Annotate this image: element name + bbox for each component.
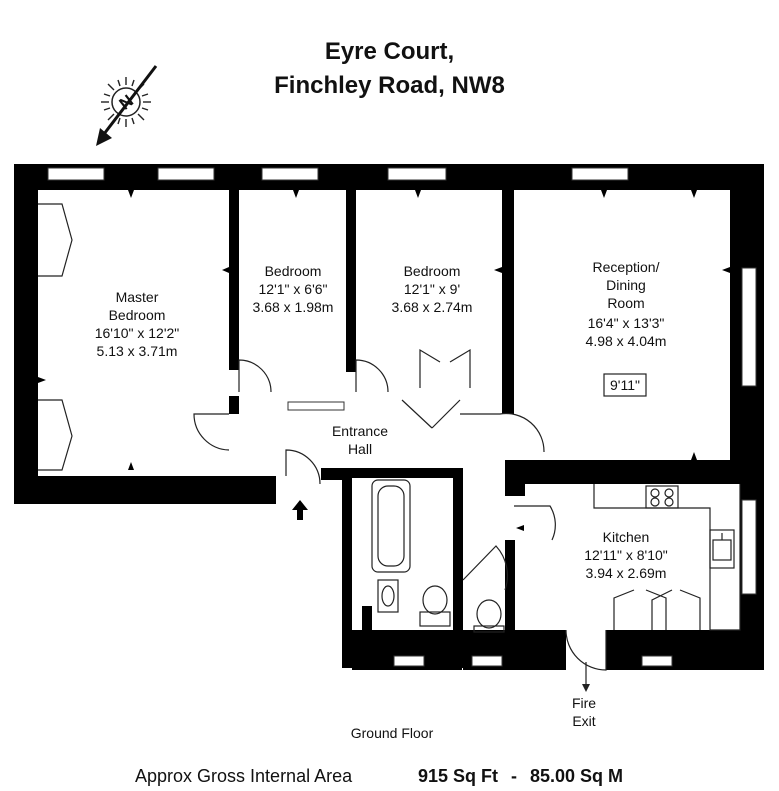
reception-box-value: 9'11" bbox=[610, 377, 640, 393]
master-name-line2: Bedroom bbox=[109, 307, 166, 323]
hall-name-line1: Entrance bbox=[332, 423, 388, 439]
area-separator: - bbox=[511, 766, 517, 786]
master-imperial: 16'10" x 12'2" bbox=[95, 325, 180, 341]
bedroom2-name: Bedroom bbox=[404, 263, 461, 279]
north-compass-icon: N bbox=[96, 65, 158, 146]
reception-imperial: 16'4" x 13'3" bbox=[588, 315, 665, 331]
bedroom2-imperial: 12'1" x 9' bbox=[404, 281, 460, 297]
entrance-arrow-icon bbox=[292, 500, 308, 520]
fire-exit-line1: Fire bbox=[572, 695, 596, 711]
bedroom1-metric: 3.68 x 1.98m bbox=[253, 299, 334, 315]
area-label: Approx Gross Internal Area bbox=[135, 766, 353, 786]
reception-dimension-box bbox=[603, 373, 647, 397]
bedroom2-metric: 3.68 x 2.74m bbox=[392, 299, 473, 315]
master-name-line1: Master bbox=[116, 289, 159, 305]
kitchen-name: Kitchen bbox=[603, 529, 650, 545]
plan-title-line1: Eyre Court, bbox=[324, 38, 455, 65]
fire-exit-arrow-icon bbox=[582, 662, 590, 692]
bedroom1-name: Bedroom bbox=[265, 263, 322, 279]
floor-label: Ground Floor bbox=[351, 725, 434, 741]
bedroom1-imperial: 12'1" x 6'6" bbox=[259, 281, 328, 297]
master-metric: 5.13 x 3.71m bbox=[97, 343, 178, 359]
area-sqm: 85.00 Sq M bbox=[530, 766, 624, 786]
windows bbox=[47, 167, 757, 667]
kitchen-metric: 3.94 x 2.69m bbox=[586, 565, 667, 581]
kitchen-imperial: 12'11" x 8'10" bbox=[584, 547, 668, 563]
reception-name-line3: Room bbox=[607, 295, 644, 311]
walls bbox=[14, 164, 764, 670]
fire-exit-line2: Exit bbox=[572, 713, 595, 729]
area-sqft: 915 Sq Ft bbox=[418, 766, 499, 786]
reception-name-line2: Dining bbox=[606, 277, 646, 293]
plan-title-line2: Finchley Road, NW8 bbox=[274, 72, 505, 99]
doors bbox=[38, 203, 701, 671]
reception-name-line1: Reception/ bbox=[593, 259, 660, 275]
reception-metric: 4.98 x 4.04m bbox=[586, 333, 667, 349]
hall-name-line2: Hall bbox=[348, 441, 372, 457]
radiator-ticks bbox=[38, 190, 730, 531]
fixtures bbox=[371, 479, 741, 633]
